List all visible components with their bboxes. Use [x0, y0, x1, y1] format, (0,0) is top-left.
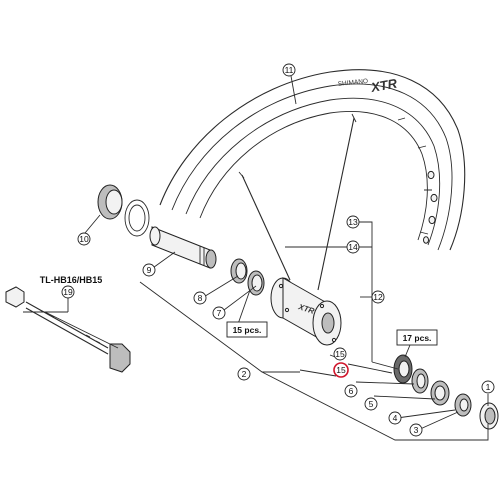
rim-eyelet [430, 193, 438, 203]
callout-11: 11 [282, 63, 296, 77]
callout-number: 7 [217, 308, 222, 318]
callout-number: 10 [79, 234, 89, 244]
callout-number: 5 [369, 399, 374, 409]
hub-body: XTR [270, 277, 342, 346]
callout-number: 8 [198, 293, 203, 303]
callout-number: 11 [285, 65, 294, 75]
callout-7: 7 [212, 306, 226, 320]
callout-19: 19 [61, 285, 75, 299]
qty-text: 17 pcs. [403, 333, 432, 343]
rim-brand-text: SHIMANO [337, 78, 368, 88]
callout-5: 5 [364, 397, 378, 411]
rim-eyelet [423, 236, 429, 244]
cone-and-seal [230, 258, 265, 296]
callout-15-upper: 15 [333, 347, 347, 361]
callout-8: 8 [193, 291, 207, 305]
callout-2: 2 [237, 367, 251, 381]
tool-label: TL-HB16/HB15 [40, 275, 103, 285]
leader-lines [23, 75, 489, 441]
callout-15-highlighted: 15 [333, 362, 349, 378]
callout-4: 4 [388, 411, 402, 425]
callout-number: 4 [393, 413, 398, 423]
callout-number: 3 [414, 425, 419, 435]
right-bearing-parts [393, 354, 499, 430]
callout-number: 6 [349, 386, 354, 396]
callout-13: 13 [346, 215, 360, 229]
callout-number: 1 [486, 382, 491, 392]
rim-eyelet [428, 215, 436, 225]
callout-number: 2 [242, 369, 247, 379]
callout-number: 15 [336, 365, 346, 375]
spokes [238, 113, 357, 291]
qty-box-17pcs: 17 pcs. [396, 329, 438, 346]
qty-text: 15 pcs. [233, 325, 262, 335]
axle [149, 226, 217, 269]
rim-model-text: XTR [369, 76, 399, 96]
rim-eyelet [427, 170, 435, 180]
callout-number: 19 [63, 287, 73, 297]
rim: SHIMANO XTR [159, 69, 466, 251]
callout-1: 1 [481, 380, 495, 394]
callout-10: 10 [77, 232, 91, 246]
callout-number: 14 [348, 242, 358, 252]
qty-box-15pcs: 15 pcs. [226, 321, 268, 338]
callout-6: 6 [344, 384, 358, 398]
callout-number: 12 [373, 292, 383, 302]
callout-number: 15 [335, 349, 345, 359]
quick-release-tool [5, 286, 131, 373]
callout-12: 12 [371, 290, 385, 304]
callout-number: 13 [348, 217, 358, 227]
callout-14: 14 [346, 240, 360, 254]
callout-3: 3 [409, 423, 423, 437]
callout-9: 9 [142, 263, 156, 277]
callout-number: 9 [147, 265, 152, 275]
left-lockring [97, 184, 150, 237]
